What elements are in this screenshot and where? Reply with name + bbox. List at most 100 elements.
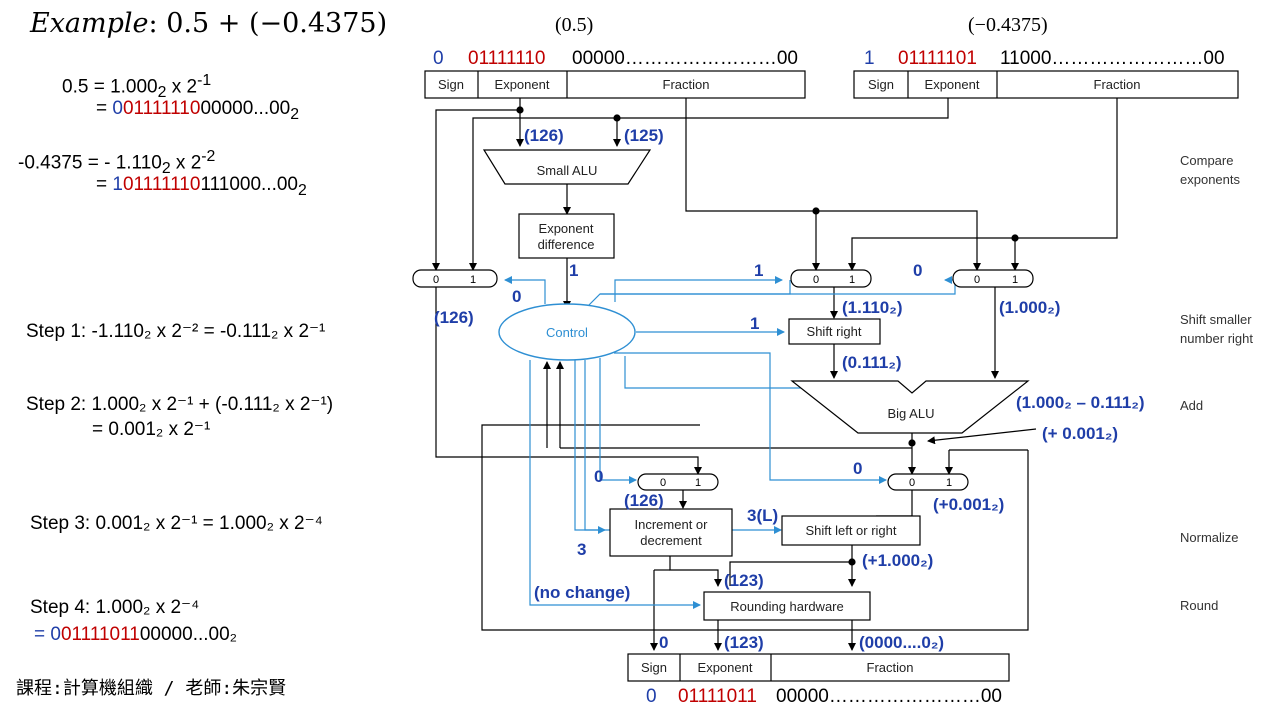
data-wires [432,98,1118,651]
svg-text:1: 1 [750,314,759,333]
step-1: Step 1: -1.110₂ x 2⁻² = -0.111₂ x 2⁻¹ [26,321,326,342]
stage-round: Round [1180,598,1218,613]
operand-b-sign: 1 [864,48,875,69]
shift-left-right-unit: Shift left or right [781,515,921,546]
svg-text:1: 1 [695,477,701,489]
svg-text:0: 0 [433,274,439,286]
register-a: Sign Exponent Fraction [424,70,806,99]
svg-text:(+ 0.001₂): (+ 0.001₂) [1042,424,1118,443]
neg-binary: = 101111110111000...002 [96,174,307,199]
svg-text:1: 1 [1012,274,1018,286]
svg-text:Fraction: Fraction [867,660,914,675]
result-sign: 0 [646,686,657,707]
svg-text:1: 1 [470,274,476,286]
stage-add: Add [1180,398,1203,413]
result-register: Sign Exponent Fraction [627,653,1010,682]
svg-text:0: 0 [974,274,980,286]
increment-decrement-unit: Increment or decrement [609,508,733,557]
svg-text:Increment or: Increment or [635,517,709,532]
svg-text:1: 1 [569,261,578,280]
reg-a-fraction-label: Fraction [663,77,710,92]
result-fraction: 00000……………………00 [776,686,1002,707]
operand-a-label: (0.5) [555,14,594,36]
mux-shift-select: 0 1 [790,269,872,288]
half-binary: = 00111111000000...002 [96,98,300,123]
stage-shift-2: number right [1180,331,1253,346]
title-prefix: Example [30,8,149,39]
stage-compare: Compare [1180,153,1233,168]
svg-text:1: 1 [946,477,952,489]
step-2: Step 2: 1.000₂ x 2⁻¹ + (-0.111₂ x 2⁻¹) [26,394,334,415]
svg-text:(0.111₂): (0.111₂) [842,353,902,372]
stage-normalize: Normalize [1180,530,1239,545]
svg-text:(no change): (no change) [534,583,630,602]
step-4: Step 4: 1.000₂ x 2⁻⁴ [30,597,200,618]
svg-text:(1.000₂ – 0.111₂): (1.000₂ – 0.111₂) [1016,393,1145,412]
svg-text:0: 0 [659,633,668,652]
svg-text:3(L): 3(L) [747,506,778,525]
reg-a-exponent-label: Exponent [495,77,550,92]
svg-text:(126): (126) [624,491,664,510]
stage-shift: Shift smaller [1180,312,1252,327]
control-unit: Control [498,303,636,361]
svg-text:0: 0 [594,467,603,486]
register-b: Sign Exponent Fraction [853,70,1239,99]
small-alu: Small ALU [482,149,652,185]
small-alu-label: Small ALU [537,163,598,178]
svg-text:0: 0 [660,477,666,489]
annotations: (126) (125) 1 1 1 0 0 0 0 (126) (1.110₂)… [434,126,1145,652]
svg-text:Shift right: Shift right [807,324,862,339]
svg-text:Sign: Sign [641,660,667,675]
title-expression: : 0.5 + (−0.4375) [148,8,388,39]
svg-text:0: 0 [813,274,819,286]
mux-exponent-select: 0 1 [412,269,498,288]
operand-b-label: (−0.4375) [968,14,1048,36]
big-alu: Big ALU [790,380,1030,434]
operand-a-fraction: 00000……………………00 [572,48,798,69]
svg-text:1: 1 [849,274,855,286]
result-exponent: 01111011 [678,686,757,707]
reg-b-fraction-label: Fraction [1094,77,1141,92]
reg-a-sign-label: Sign [438,77,464,92]
svg-text:Shift left or right: Shift left or right [805,523,896,538]
svg-text:(1.110₂): (1.110₂) [842,298,902,317]
reg-b-sign-label: Sign [868,77,894,92]
course-footer: 課程:計算機組織 / 老師:朱宗賢 [16,678,287,699]
operand-a-exponent: 01111110 [468,48,545,69]
shift-right-unit: Shift right [788,318,881,345]
control-label: Control [546,325,588,340]
svg-text:0: 0 [913,261,922,280]
rounding-hardware-unit: Rounding hardware [703,591,871,621]
svg-text:Exponent: Exponent [539,221,594,236]
reg-b-exponent-label: Exponent [925,77,980,92]
step-3: Step 3: 0.001₂ x 2⁻¹ = 1.000₂ x 2⁻⁴ [30,513,323,534]
step-4-binary: = 00111101100000...00₂ [34,624,238,645]
svg-text:0: 0 [909,477,915,489]
mux-add-select: 0 1 [952,269,1034,288]
half-decomposition: 0.5 = 1.0002 x 2-1 [62,72,212,102]
mux-normalize: 0 1 [887,473,969,491]
svg-text:Rounding hardware: Rounding hardware [730,599,843,614]
svg-text:3: 3 [577,540,586,559]
svg-text:decrement: decrement [640,533,702,548]
svg-text:(126): (126) [524,126,564,145]
exponent-difference-unit: Exponent difference [518,213,615,259]
operand-b-fraction: 11000……………………00 [1000,48,1225,69]
slide-title: Example: 0.5 + (−0.4375) [30,8,387,39]
svg-text:difference: difference [538,237,595,252]
neg-decomposition: -0.4375 = - 1.1102 x 2-2 [18,148,216,178]
svg-text:Exponent: Exponent [698,660,753,675]
mux-exponent-update: 0 1 [637,473,719,491]
svg-text:(126): (126) [434,308,474,327]
svg-text:(1.000₂): (1.000₂) [999,298,1060,317]
operand-b-exponent: 01111101 [898,48,977,69]
svg-text:(0000....0₂): (0000....0₂) [859,633,944,652]
svg-text:(+1.000₂): (+1.000₂) [862,551,933,570]
svg-text:0: 0 [853,459,862,478]
stage-compare-2: exponents [1180,172,1240,187]
svg-text:0: 0 [512,287,521,306]
svg-text:(123): (123) [724,633,764,652]
big-alu-label: Big ALU [888,406,935,421]
operand-a-sign: 0 [433,48,444,69]
